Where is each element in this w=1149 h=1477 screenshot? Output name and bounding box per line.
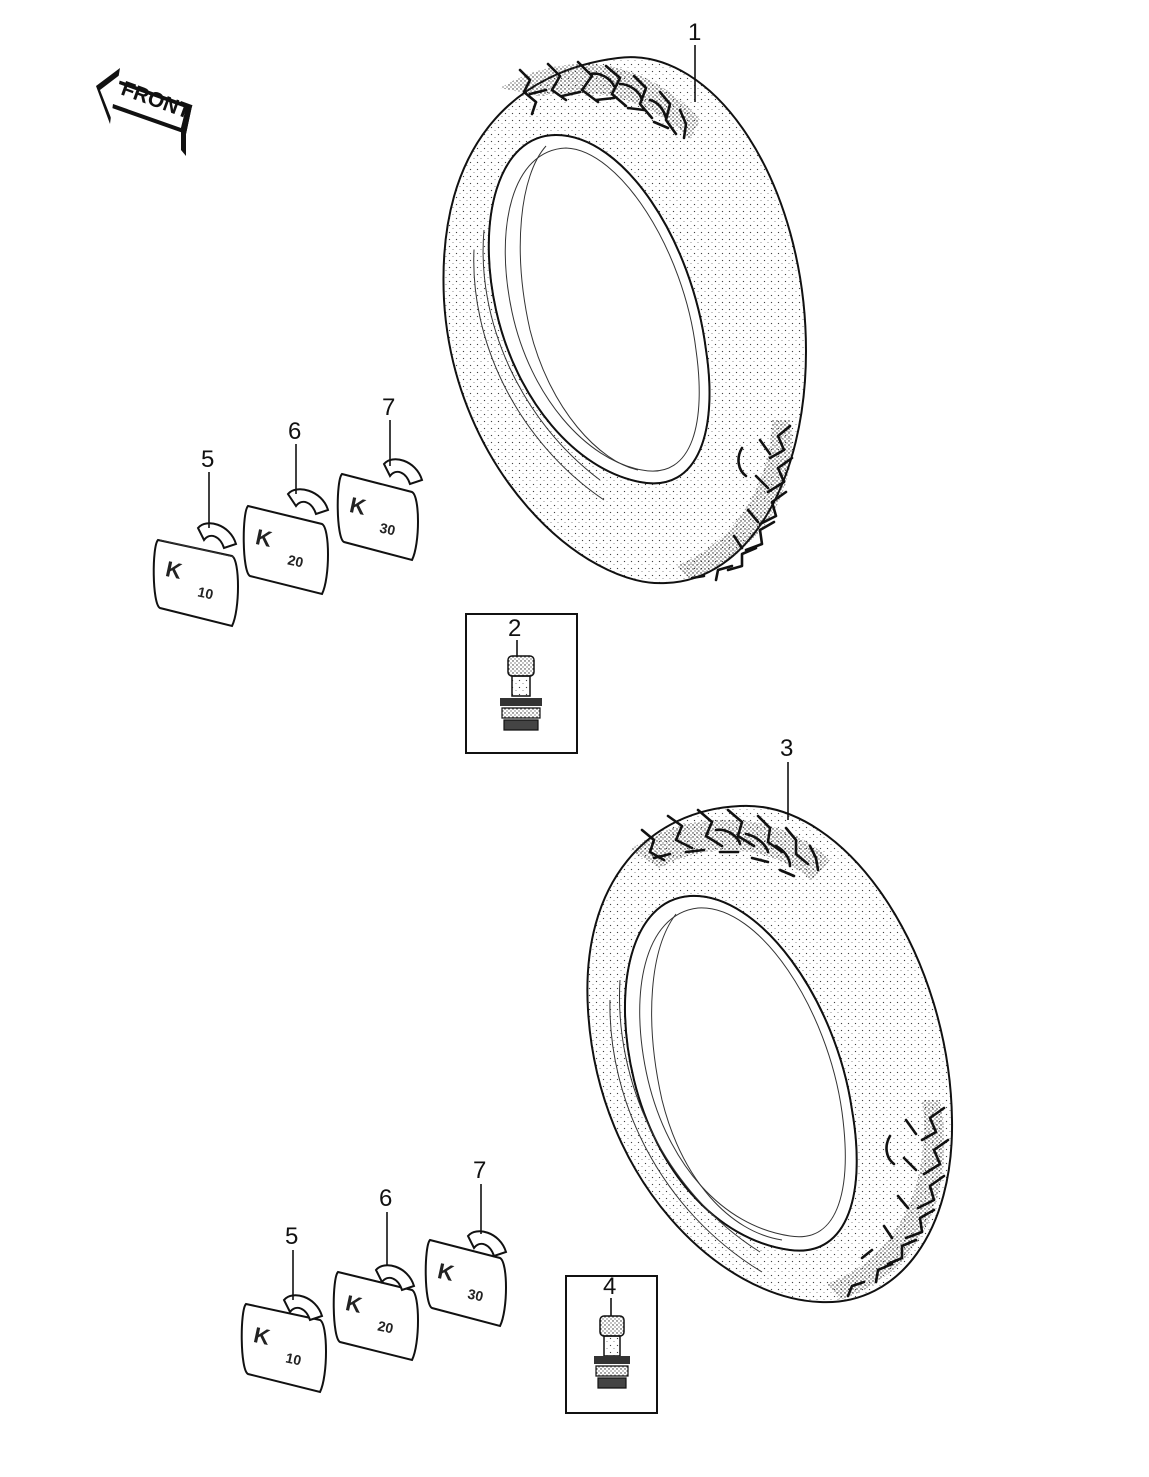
balance-weights-front: K 10 5 K 20 6 K 30 7 [152, 394, 424, 628]
callout-4: 4 [603, 1273, 616, 1300]
front-tire [442, 56, 808, 585]
callout-6: 6 [379, 1185, 392, 1212]
callout-5: 5 [285, 1223, 298, 1250]
callout-2: 2 [508, 615, 521, 642]
balance-weight-10-rear: K 10 [240, 1294, 327, 1394]
weight-logo: K [344, 1290, 365, 1318]
weight-value: 30 [378, 519, 397, 538]
rear-valve-box: 4 [565, 1273, 658, 1414]
callout-6: 6 [288, 418, 301, 445]
weight-value: 30 [466, 1285, 485, 1304]
balance-weight-20-rear: K 20 [332, 1264, 419, 1362]
callout-1: 1 [688, 19, 701, 46]
weight-logo: K [164, 556, 185, 584]
callout-3: 3 [780, 735, 793, 762]
balance-weights-rear: K 10 5 K 20 6 K 30 7 [240, 1157, 508, 1394]
callout-5: 5 [201, 446, 214, 473]
weight-value: 20 [286, 551, 305, 570]
weight-value: 10 [196, 583, 215, 602]
front-valve-box: 2 [465, 613, 578, 754]
balance-weight-10-front: K 10 [152, 522, 239, 628]
weight-logo: K [348, 492, 369, 520]
weight-logo: K [436, 1258, 457, 1286]
balance-weight-20-front: K 20 [242, 488, 330, 596]
front-arrow: FRONT [96, 68, 194, 156]
rear-tire [586, 804, 954, 1304]
valve-stem-icon [594, 1315, 630, 1389]
weight-logo: K [252, 1322, 273, 1350]
weight-logo: K [254, 524, 275, 552]
weight-value: 20 [376, 1317, 395, 1336]
callout-7: 7 [382, 394, 395, 421]
valve-stem-icon [500, 655, 542, 731]
weight-value: 10 [284, 1349, 303, 1368]
balance-weight-30-rear: K 30 [424, 1230, 508, 1328]
balance-weight-30-front: K 30 [336, 458, 424, 562]
callout-7: 7 [473, 1157, 486, 1184]
